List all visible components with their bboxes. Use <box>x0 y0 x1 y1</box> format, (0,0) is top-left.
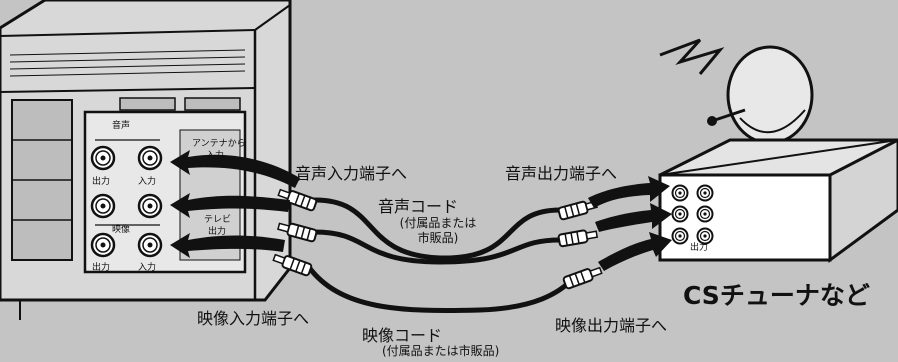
video-input-label: 映像入力端子へ <box>197 309 310 328</box>
panel-label-video: 映像 <box>112 225 131 235</box>
panel-label-audio: 音声 <box>112 121 131 131</box>
arrows <box>170 150 672 271</box>
audio-input-label: 音声入力端子へ <box>295 164 408 183</box>
panel-label-out-2: 出力 <box>92 263 111 273</box>
device-name-title: CSチューナなど <box>683 281 870 310</box>
audio-cord-note-line-2: 市販品) <box>417 231 459 245</box>
arrow-audio-in-1 <box>170 150 300 188</box>
audio-cord-note: (付属品または 市販品) <box>388 216 488 246</box>
video-cord-note: (付属品または市販品) <box>382 344 500 358</box>
satellite-dish <box>659 38 814 150</box>
video-plug-right <box>561 263 604 291</box>
panel-label-antenna-input: 入力 <box>206 151 225 161</box>
tuner-panel-label-out: 出力 <box>690 243 709 253</box>
arrow-audio-in-2 <box>170 193 290 218</box>
tuner-box <box>658 138 898 263</box>
panel-label-in-2: 入力 <box>138 263 157 273</box>
audio-output-label: 音声出力端子へ <box>505 164 618 183</box>
panel-label-in-1: 入力 <box>138 177 157 187</box>
video-output-label: 映像出力端子へ <box>555 316 668 335</box>
audio-cord-note-line-1: (付属品または <box>399 216 477 230</box>
video-cable <box>305 263 573 314</box>
video-cord-label: 映像コード <box>362 326 443 345</box>
arrow-video-in <box>170 233 285 258</box>
panel-label-antenna: アンテナから <box>192 139 246 149</box>
audio-cable <box>312 197 563 265</box>
audio-cord-label: 音声コード <box>378 197 459 216</box>
arrow-audio-out-2 <box>595 203 672 232</box>
panel-label-tv: テレビ <box>204 215 232 225</box>
recorder-unit <box>0 0 292 320</box>
panel-label-tv-output: 出力 <box>208 227 227 237</box>
panel-label-out-1: 出力 <box>92 177 111 187</box>
arrow-video-out <box>598 232 672 271</box>
audio-plug-right-2 <box>557 227 599 248</box>
arrow-audio-out-1 <box>588 176 670 208</box>
